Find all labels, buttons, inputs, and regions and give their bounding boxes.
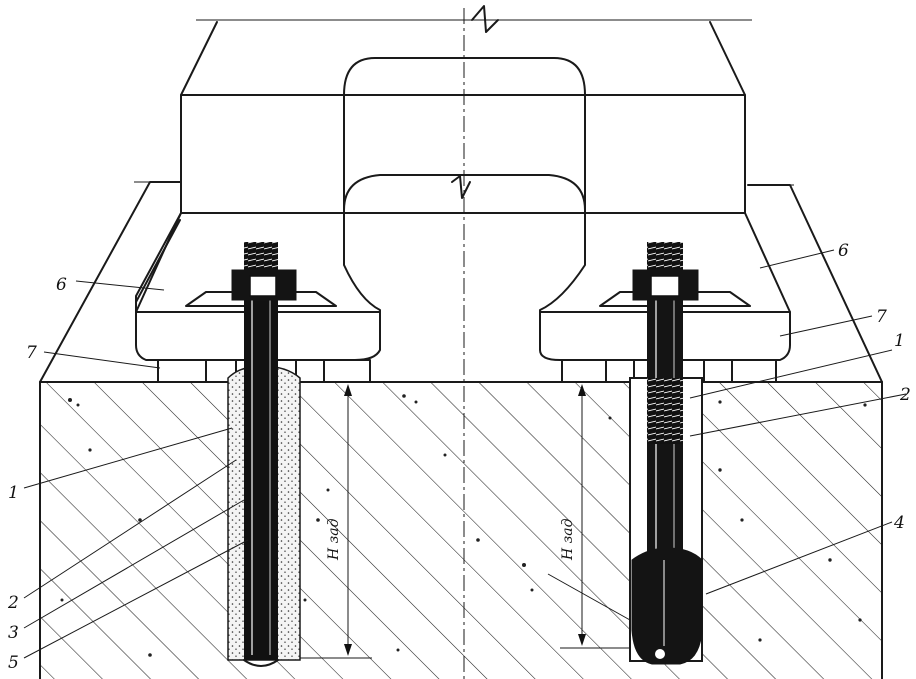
dimension-right	[560, 381, 630, 649]
bolt-shank-left	[244, 300, 278, 660]
label-2-right: 2	[899, 385, 911, 405]
label-5-left: 5	[8, 653, 19, 673]
label-4-right: 4	[893, 513, 905, 533]
label-7-left: 7	[26, 343, 37, 363]
callout-labels: 6 7 1 2 3 5 6 7 1 2 4	[7, 241, 911, 673]
washer-right	[599, 291, 751, 307]
machine-frame	[180, 5, 752, 214]
depth-label-left: H зад	[326, 518, 342, 561]
label-6-left: 6	[56, 275, 67, 295]
bolt-assembly-left	[227, 242, 301, 667]
leader-lines	[23, 249, 907, 659]
bolt-lower-thread-right	[647, 378, 683, 444]
label-1-right: 1	[894, 331, 905, 351]
label-7-right: 7	[876, 307, 887, 327]
concrete-foundation	[39, 381, 883, 679]
washer-left	[185, 291, 337, 307]
label-3-left: 3	[8, 623, 19, 643]
expansion-anchor-right	[631, 547, 703, 665]
depth-label-right: H зад	[560, 518, 576, 561]
bolt-assembly-right	[629, 242, 703, 665]
label-6-right: 6	[838, 241, 849, 261]
label-2-left: 2	[7, 593, 19, 613]
machine-base-outline	[39, 181, 883, 383]
dimension-left	[300, 381, 372, 659]
label-1-left: 1	[8, 483, 19, 503]
shims-left	[157, 359, 371, 383]
